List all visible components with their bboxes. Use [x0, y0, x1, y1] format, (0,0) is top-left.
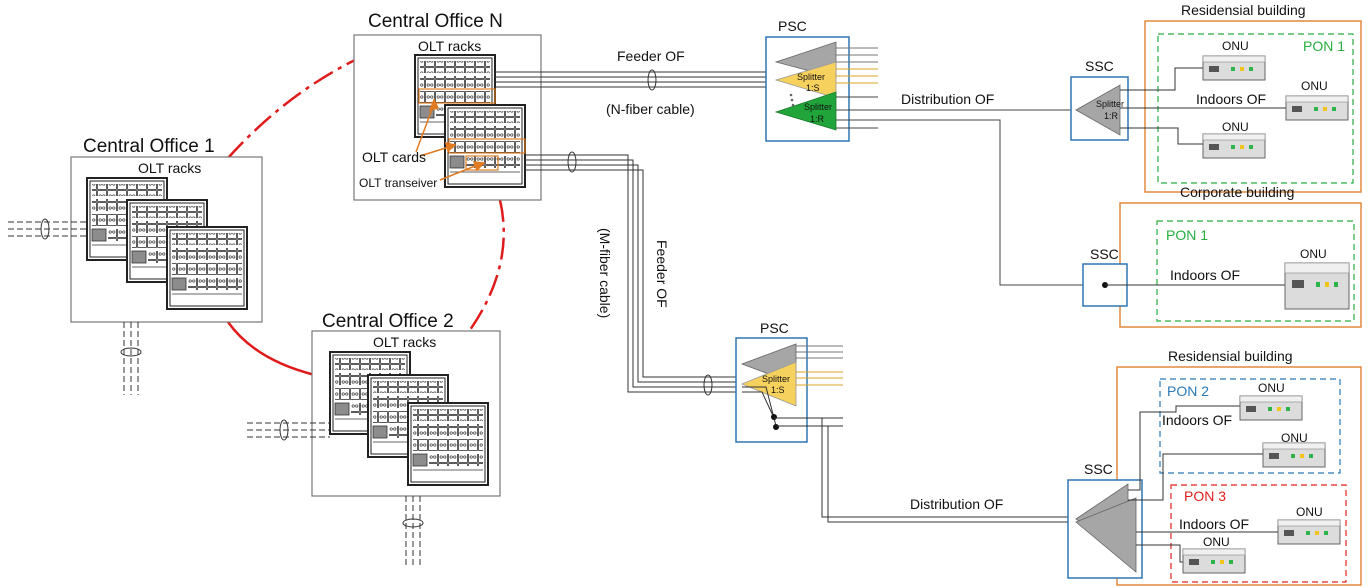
distribution-bottom-label: Distribution OF [910, 496, 1003, 512]
co2-rack-3 [407, 402, 489, 486]
co2-racks-label: OLT racks [373, 334, 436, 350]
olt-cards-label: OLT cards [362, 149, 426, 165]
b2-indoors-label: Indoors OF [1170, 267, 1240, 283]
b3-indoors-b-label: Indoors OF [1179, 516, 1249, 532]
b3-onu-2-label: ONU [1281, 431, 1308, 445]
psc-top-splitter-s-l2: 1:S [806, 83, 820, 93]
b1-title: Residensial building [1181, 2, 1306, 18]
b2-onu-1 [1284, 262, 1350, 310]
b1-onu-1 [1202, 55, 1266, 81]
b1-onu-2 [1285, 95, 1349, 121]
b3-onu-2 [1262, 442, 1326, 468]
feeder-top-cable-label: (N-fiber cable) [606, 101, 695, 117]
b3-onu-1-label: ONU [1258, 381, 1285, 395]
co-ring [226, 58, 505, 377]
co1-title: Central Office 1 [83, 136, 215, 157]
b2-title: Corporate building [1180, 184, 1294, 200]
b3-ssc-label: SSC [1084, 461, 1113, 477]
b3-onu-1 [1239, 395, 1303, 421]
b3-pon2-label: PON 2 [1167, 383, 1209, 399]
b1-pon-label: PON 1 [1303, 38, 1345, 54]
b1-indoors-label: Indoors OF [1196, 91, 1266, 107]
b1-splitter-l2: 1:R [1104, 111, 1119, 121]
distribution-to-corporate [836, 119, 1105, 286]
residential-building-1: Residensial building PON 1 SSC Splitter … [1070, 2, 1362, 193]
b3-onu-3 [1277, 519, 1341, 545]
feeder-vertical-label: Feeder OF [654, 240, 670, 308]
central-office-n: Central Office N OLT racks OLT cards OLT… [353, 11, 542, 201]
co1-rack-3 [166, 226, 248, 310]
psc-bottom-splitter-l2: 1:S [771, 385, 785, 395]
co2-title: Central Office 2 [322, 311, 454, 332]
b1-ssc-label: SSC [1085, 58, 1114, 74]
b3-onu-4 [1182, 548, 1246, 574]
distribution-top-label: Distribution OF [901, 91, 994, 107]
b2-pon-label: PON 1 [1166, 227, 1208, 243]
central-office-1: Central Office 1 OLT racks [8, 136, 263, 395]
psc-bottom-label: PSC [760, 320, 789, 336]
b1-onu-3-label: ONU [1222, 120, 1249, 134]
b1-onu-1-label: ONU [1222, 39, 1249, 53]
psc-top-splitter-r-l1: Splitter [804, 102, 832, 112]
psc-top: PSC Splitter 1:S Splitter 1:R [765, 18, 878, 142]
b3-onu-4-label: ONU [1203, 535, 1230, 549]
b1-splitter-l1: Splitter [1096, 99, 1124, 109]
corporate-building: Corporate building PON 1 SSC Indoors OF … [1082, 184, 1362, 328]
b1-onu-2-label: ONU [1301, 79, 1328, 93]
b3-onu-3-label: ONU [1296, 505, 1323, 519]
feeder-top-label: Feeder OF [617, 48, 685, 64]
feeder-vertical-cable [525, 154, 742, 393]
psc-top-splitter-s-l1: Splitter [797, 72, 825, 82]
psc-bottom: PSC Splitter 1:S [735, 320, 843, 443]
central-office-2: Central Office 2 OLT racks [247, 311, 501, 568]
con-title: Central Office N [368, 11, 503, 32]
residential-building-2: Residensial building PON 2 PON 3 SSC ONU… [1067, 348, 1362, 586]
b3-indoors-a-label: Indoors OF [1162, 412, 1232, 428]
b3-title: Residensial building [1168, 348, 1293, 364]
b2-ssc-label: SSC [1090, 246, 1119, 262]
psc-top-label: PSC [778, 18, 807, 34]
psc-bottom-splitter-l1: Splitter [762, 374, 790, 384]
b3-pon3-label: PON 3 [1184, 488, 1226, 504]
olt-transceiver-label: OLT transeiver [359, 176, 437, 190]
psc-top-splitter-r-l2: 1:R [810, 114, 825, 124]
feeder-vertical-cable-label: (M-fiber cable) [597, 228, 613, 318]
b1-onu-3 [1202, 133, 1266, 159]
con-racks-label: OLT racks [418, 38, 481, 54]
feeder-top-cable [495, 71, 775, 88]
b2-onu-1-label: ONU [1300, 247, 1327, 261]
co1-racks-label: OLT racks [138, 160, 201, 176]
con-rack-2 [444, 104, 526, 188]
feeder-vertical-label-group: (M-fiber cable) Feeder OF [597, 228, 670, 318]
distribution-bottom-lines [774, 417, 1076, 523]
